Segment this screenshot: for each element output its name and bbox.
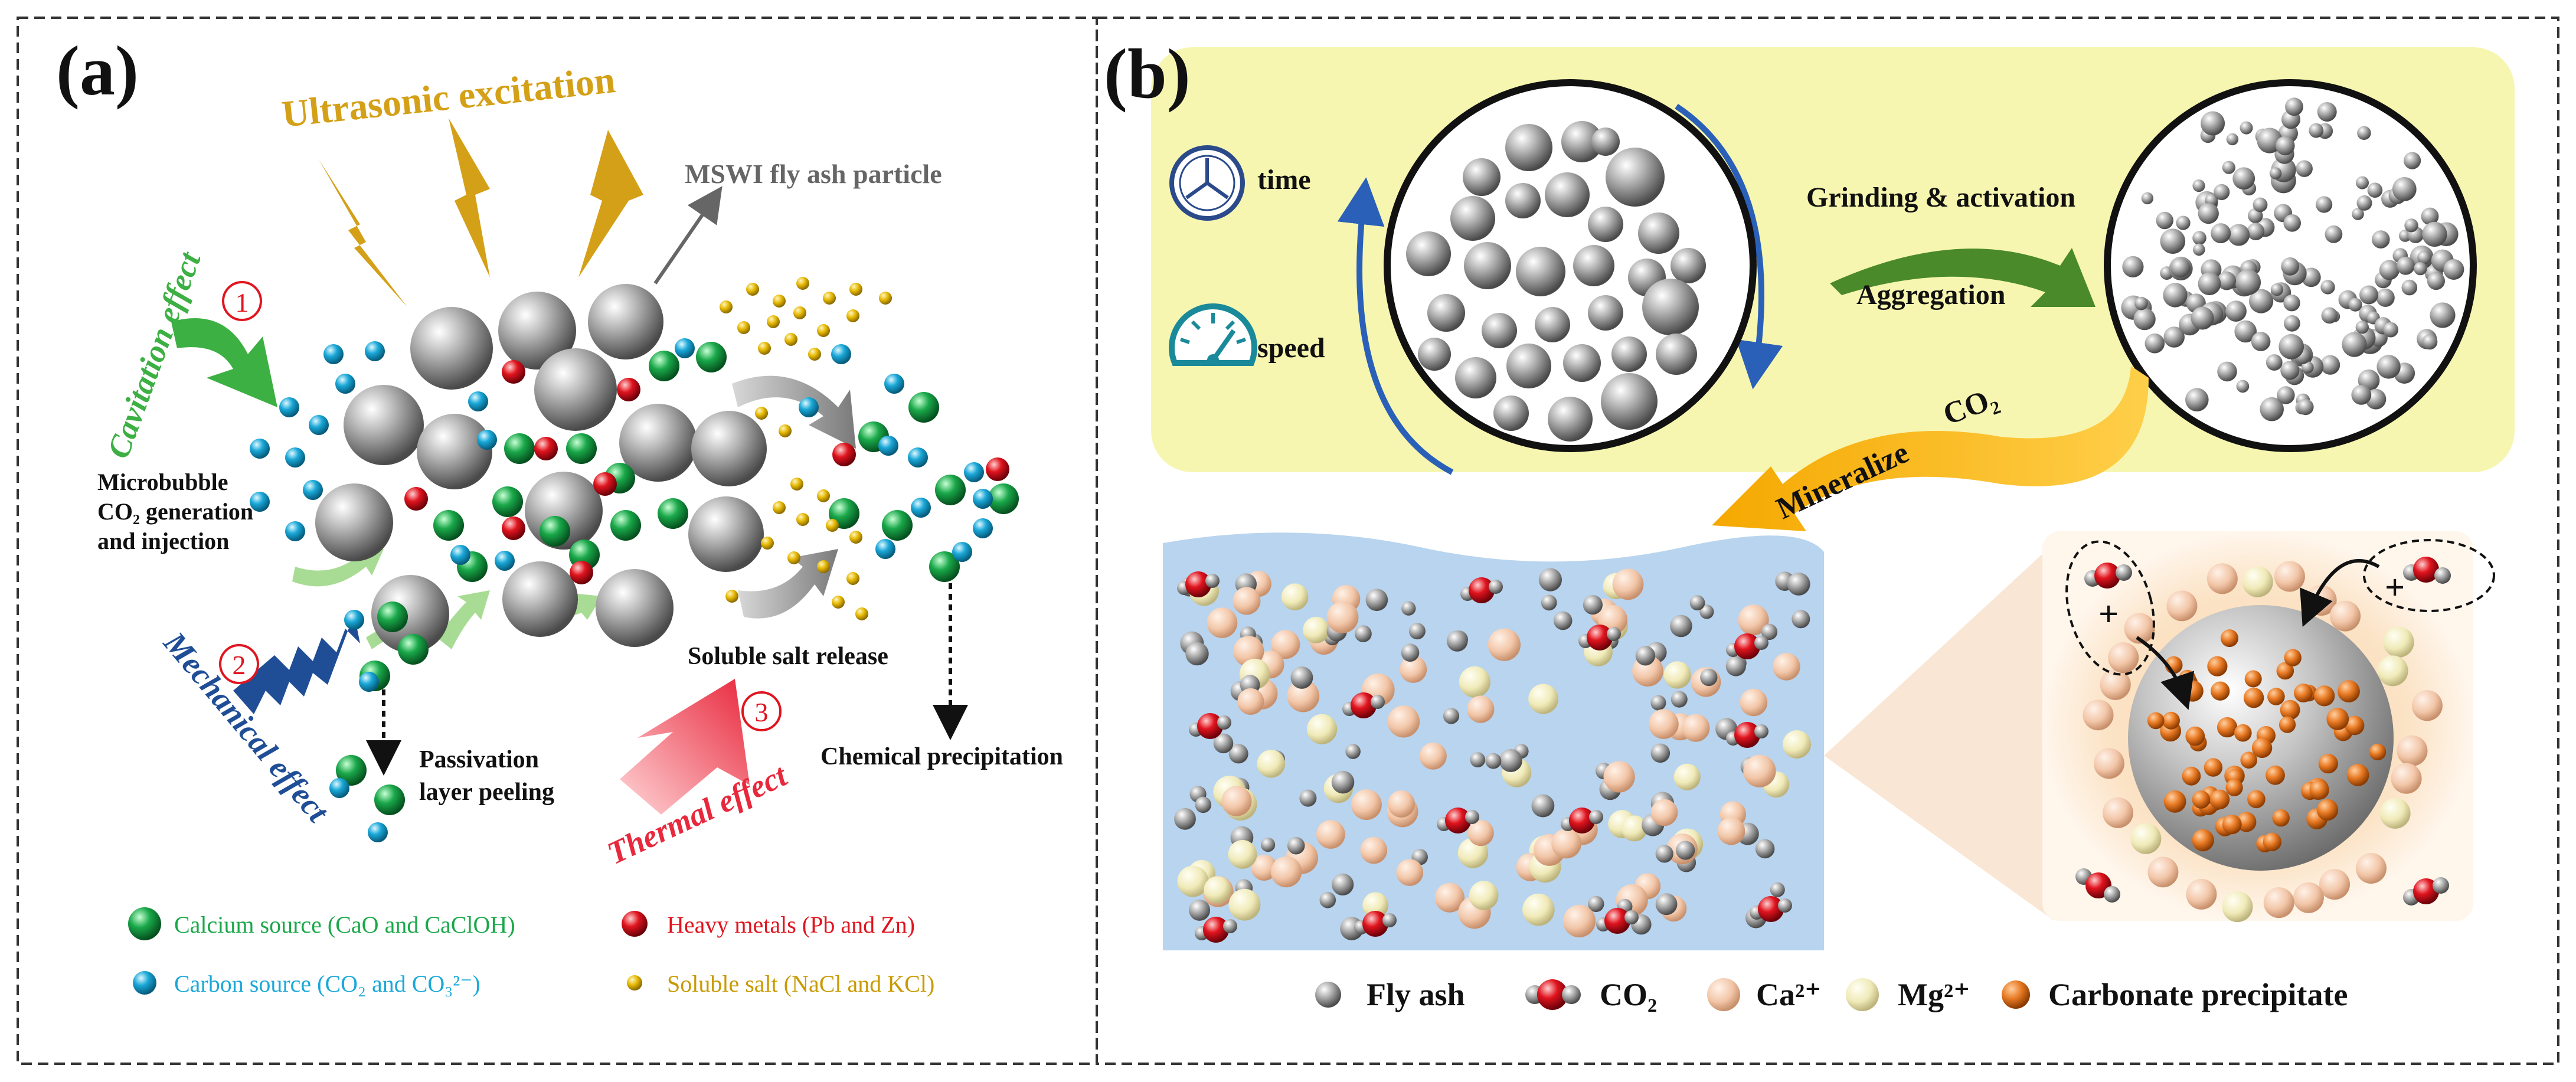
- cavitation-arrow: [171, 318, 277, 407]
- calcium-halo: [2083, 561, 2443, 923]
- carbonate-precipitates: [2147, 629, 2387, 853]
- grinding-arrow: [1830, 248, 2096, 307]
- zoom-cone: [1824, 543, 2054, 921]
- fly-ash-pointer: [653, 186, 723, 285]
- panel-a-label: (a): [56, 31, 139, 110]
- legend-calcium-label: Calcium source (CaO and CaClOH): [174, 911, 515, 938]
- ultrasonic-label: Ultrasonic excitation: [280, 58, 617, 135]
- passivation-line-1: Passivation: [419, 746, 539, 773]
- panel-b-legend: Fly ash CO₂ Ca²⁺ Mg²⁺ Carbonate precipit…: [1315, 977, 2348, 1012]
- legend-soluble-swatch: [627, 975, 642, 991]
- panel-a: (a) Ultrasonic excitation MSWI fly ash p…: [56, 31, 1063, 997]
- panel-a-legend: Calcium source (CaO and CaClOH) Heavy me…: [128, 907, 934, 997]
- svg-text:+: +: [2385, 568, 2405, 607]
- legend-co2-swatch: [1525, 979, 1581, 1010]
- legend-mg-swatch: [1846, 978, 1879, 1011]
- soluble-salt-spheres: [720, 277, 892, 620]
- passivation-line-2: layer peeling: [419, 779, 554, 806]
- speedometer-icon: [1169, 303, 1257, 366]
- fly-ash-particle-label: MSWI fly ash particle: [685, 159, 942, 189]
- panel-b: (b) time speed: [1104, 34, 2515, 1012]
- speed-label: speed: [1257, 332, 1325, 364]
- mechanical-spring-icon: [233, 614, 360, 714]
- legend-ca-swatch: [1707, 978, 1740, 1011]
- mineralize-arrow: [1712, 366, 2149, 531]
- soluble-release-label: Soluble salt release: [688, 643, 888, 670]
- co2-molecule-left: +: [2065, 540, 2155, 676]
- rotation-arrow-left: [1337, 177, 1454, 475]
- legend-fly-ash-swatch: [1315, 982, 1341, 1008]
- panel-b-label: (b): [1104, 34, 1191, 113]
- number-2-badge: [219, 644, 259, 684]
- fine-particles-circle: [2104, 79, 2477, 452]
- legend-ca-label: Ca²⁺: [1756, 977, 1822, 1012]
- microbubble-line-2: CO₂ generation: [97, 498, 253, 525]
- microbubble-line-1: Microbubble: [97, 469, 228, 495]
- lightning-bolt-icon: [449, 118, 490, 277]
- legend-carbonate-label: Carbonate precipitate: [2048, 977, 2348, 1012]
- legend-mg-label: Mg²⁺: [1898, 977, 1970, 1012]
- capture-arrow-right: [2300, 559, 2380, 627]
- grinding-label: Grinding & activation: [1806, 182, 2075, 213]
- solution-particles: [1174, 568, 1811, 943]
- chem-precip-label: Chemical precipitation: [820, 743, 1063, 770]
- svg-text:+: +: [2098, 594, 2119, 633]
- panel-a-border: [17, 17, 1098, 1065]
- co2-molecule-bottom-left: [2075, 868, 2120, 903]
- coarse-particles-circle: [1384, 79, 1757, 452]
- co2-molecule-right: +: [2363, 539, 2495, 612]
- cavitation-label: Cavitation effect: [100, 246, 208, 463]
- legend-calcium-swatch: [128, 907, 161, 940]
- heavy-metal-spheres: [404, 360, 1009, 584]
- number-3-label: 3: [755, 697, 769, 727]
- rotation-arrow-right: [1675, 103, 1783, 390]
- capture-arrow-left: [2136, 636, 2195, 710]
- legend-co2-label: CO₂: [1600, 977, 1657, 1012]
- ultrasonic-bolts: [319, 118, 643, 307]
- release-arrow-lower: [738, 549, 838, 619]
- legend-fly-ash-label: Fly ash: [1367, 977, 1465, 1012]
- calcium-spheres: [336, 342, 1019, 815]
- release-arrow-upper: [732, 375, 856, 449]
- aggregation-label: Aggregation: [1856, 279, 2005, 310]
- legend-carbon-swatch: [133, 971, 156, 995]
- legend-heavy-label: Heavy metals (Pb and Zn): [667, 911, 915, 938]
- number-2-label: 2: [233, 650, 246, 680]
- legend-soluble-label: Soluble salt (NaCl and KCl): [667, 970, 934, 997]
- clock-icon: [1169, 145, 1245, 221]
- fly-ash-cluster: [315, 284, 767, 653]
- thermal-arrow: [620, 679, 750, 815]
- time-label: time: [1257, 164, 1311, 195]
- number-1-badge: [222, 281, 262, 321]
- lightning-bolt-icon: [319, 159, 407, 307]
- lightning-bolt-icon: [578, 130, 643, 277]
- co2-molecule-bottom-right: [2403, 877, 2449, 906]
- microbubble-line-3: and injection: [97, 528, 229, 554]
- number-1-label: 1: [236, 287, 249, 318]
- legend-carbonate-swatch: [2002, 980, 2030, 1009]
- number-3-badge: [741, 691, 782, 731]
- panel-b-border: [1096, 17, 2559, 1065]
- carbon-spheres: [250, 338, 993, 842]
- legend-carbon-label: Carbon source (CO₂ and CO₃²⁻): [174, 970, 480, 997]
- legend-heavy-swatch: [622, 911, 648, 937]
